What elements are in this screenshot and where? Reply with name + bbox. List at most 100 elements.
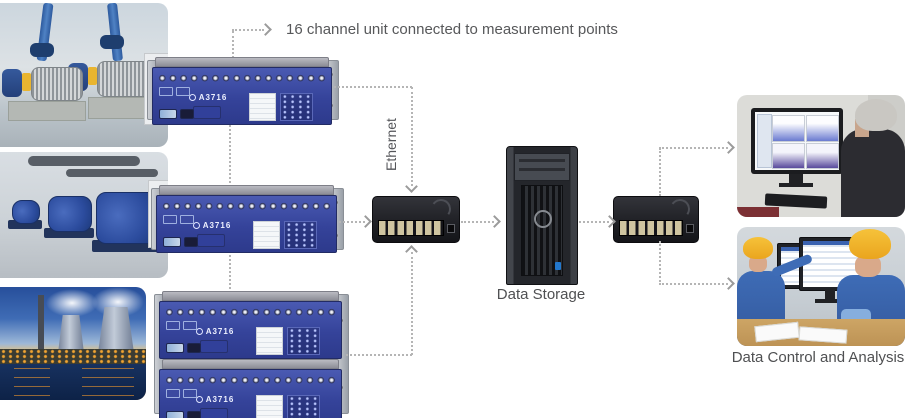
paper-art bbox=[754, 321, 800, 343]
screen-header-art bbox=[803, 241, 859, 245]
switch-port-row bbox=[378, 220, 444, 236]
connector-line bbox=[659, 241, 661, 285]
skyline-art bbox=[0, 349, 146, 364]
photo-operators-workstation bbox=[737, 227, 905, 346]
photo-motor-fleet bbox=[0, 152, 168, 278]
adash-logo-icon bbox=[188, 94, 196, 102]
motor-art bbox=[31, 67, 83, 101]
device-model-label: A3716 bbox=[198, 93, 228, 102]
connector-line bbox=[232, 31, 234, 58]
connector-line bbox=[659, 283, 728, 285]
bnc-connector-row bbox=[164, 305, 337, 318]
vga-port bbox=[159, 109, 177, 119]
dell-logo-icon bbox=[534, 210, 552, 229]
panel-button bbox=[166, 389, 180, 398]
front-panel: A3716 bbox=[159, 301, 342, 359]
person-body-art bbox=[841, 129, 905, 217]
desk-edge-art bbox=[737, 207, 779, 217]
panel-button bbox=[176, 87, 190, 96]
top-note-label: 16 channel unit connected to measurement… bbox=[286, 21, 618, 38]
steam-art bbox=[46, 289, 98, 317]
screen-header-art bbox=[781, 247, 809, 251]
blank-plate bbox=[200, 408, 228, 418]
duct-art bbox=[28, 156, 140, 166]
vga-port bbox=[163, 237, 181, 247]
person-hair-art bbox=[855, 99, 897, 131]
hard-hat-icon bbox=[849, 229, 891, 259]
cooling-tower-art bbox=[58, 315, 84, 353]
chassis-top bbox=[155, 57, 329, 67]
io-port bbox=[187, 411, 201, 418]
hard-hat-icon bbox=[743, 237, 773, 259]
screen-sidebar-art bbox=[757, 114, 772, 168]
bnc-connector-row bbox=[164, 373, 337, 386]
chart-panel-art bbox=[772, 115, 805, 142]
io-port bbox=[184, 237, 198, 247]
pipe-art bbox=[106, 3, 124, 62]
panel-button bbox=[166, 321, 180, 330]
arrowhead-down-icon bbox=[405, 180, 418, 193]
front-panel: A3716 bbox=[152, 67, 332, 125]
monitor-stand-art bbox=[789, 174, 803, 183]
lcd-display bbox=[256, 327, 283, 355]
chassis-top bbox=[162, 359, 339, 369]
switch-power-port bbox=[686, 224, 694, 233]
blank-plate bbox=[193, 106, 221, 119]
panel-button bbox=[180, 215, 194, 224]
switch-arc-decor bbox=[429, 197, 453, 221]
connector-line bbox=[579, 221, 609, 223]
chassis-top bbox=[159, 185, 334, 195]
water-art bbox=[0, 364, 146, 400]
server-drive-bays bbox=[514, 153, 570, 181]
chassis-top bbox=[162, 291, 339, 301]
monitor-base-art bbox=[779, 183, 813, 187]
adash-logo-icon bbox=[195, 396, 203, 404]
device-model-label: A3716 bbox=[205, 395, 235, 404]
operator-face-art bbox=[749, 255, 767, 272]
arrowhead-up-icon bbox=[405, 245, 418, 258]
ethernet-label: Ethernet bbox=[383, 118, 399, 171]
adash-logo-icon bbox=[192, 222, 200, 230]
motor-base-art bbox=[8, 220, 42, 229]
rack-unit: A3716 bbox=[159, 359, 342, 418]
vga-port bbox=[166, 411, 184, 418]
valve-art bbox=[100, 35, 124, 49]
arrowhead-right-icon bbox=[722, 141, 735, 154]
connector-line bbox=[229, 255, 231, 289]
rack-unit: A3716 bbox=[159, 291, 342, 359]
connector-line bbox=[659, 148, 661, 196]
io-port bbox=[187, 343, 201, 353]
desk-art bbox=[737, 319, 905, 346]
led-status-panel bbox=[280, 93, 313, 121]
switch-power-port bbox=[447, 224, 455, 233]
valve-art bbox=[30, 43, 54, 57]
rack-unit: A3716 bbox=[156, 185, 337, 253]
blank-plate bbox=[197, 234, 225, 247]
coupling-art bbox=[88, 67, 97, 85]
adash-logo-icon bbox=[195, 328, 203, 336]
photo-industrial-pumps bbox=[0, 3, 168, 147]
operator-face-art bbox=[855, 255, 881, 277]
connector-line bbox=[461, 221, 494, 223]
panel-button bbox=[163, 215, 177, 224]
rack-unit: A3716 bbox=[152, 57, 332, 125]
data-storage-label: Data Storage bbox=[496, 286, 586, 303]
pump-art bbox=[2, 69, 22, 97]
paper-art bbox=[798, 326, 848, 344]
led-status-panel bbox=[287, 327, 320, 355]
led-status-panel bbox=[287, 395, 320, 418]
chimney-art bbox=[38, 295, 44, 349]
switch-arc-decor bbox=[668, 197, 692, 221]
motor-base-art bbox=[44, 228, 94, 238]
bnc-connector-row bbox=[157, 71, 327, 84]
lcd-display bbox=[253, 221, 280, 249]
data-control-analysis-label: Data Control and Analysis bbox=[731, 349, 905, 366]
screen-art bbox=[755, 112, 839, 170]
monitor-base-art bbox=[815, 299, 845, 303]
panel-button bbox=[159, 87, 173, 96]
a3716-unit-2: A3716 bbox=[151, 185, 344, 253]
chart-panel-art bbox=[806, 143, 839, 169]
panel-button bbox=[183, 389, 197, 398]
plinth-art bbox=[8, 101, 86, 121]
monitor-art bbox=[751, 108, 843, 174]
